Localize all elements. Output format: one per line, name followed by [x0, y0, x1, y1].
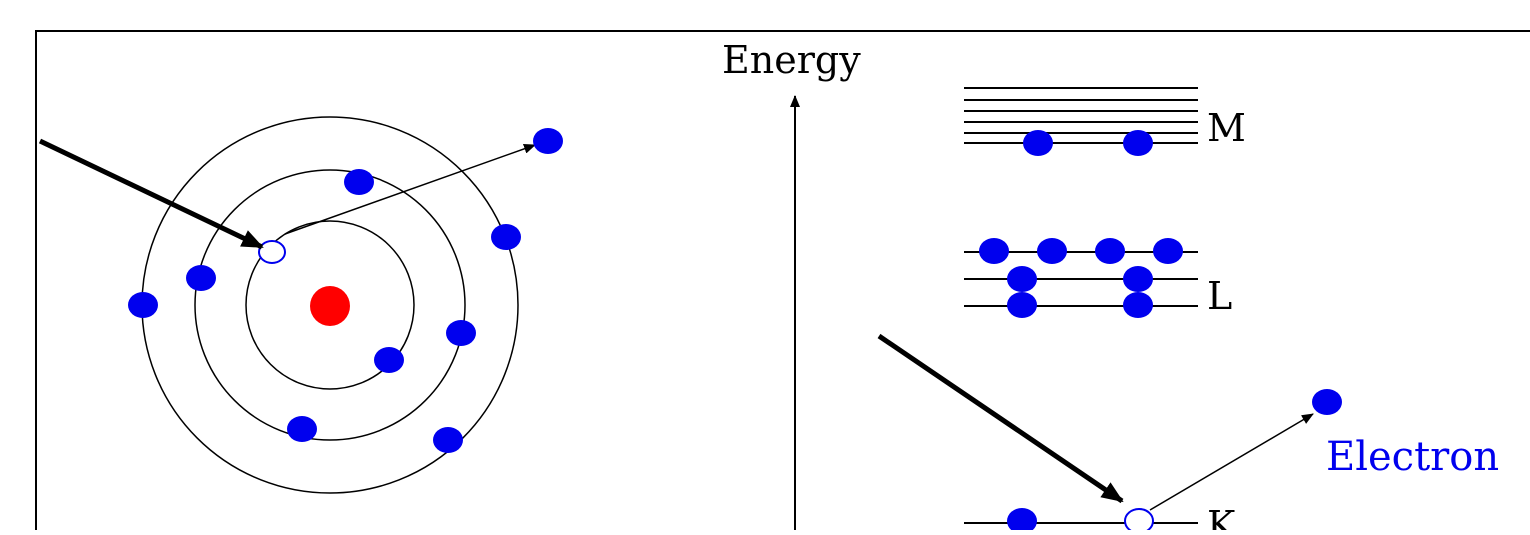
- orbit-k-shell: [245, 220, 415, 390]
- electron: [979, 238, 1009, 264]
- incoming-photon-arrow: [877, 333, 1124, 504]
- electron: [287, 416, 317, 442]
- electron: [1037, 238, 1067, 264]
- level-k-label: K: [1207, 503, 1236, 530]
- energy-axis-label: Energy: [722, 38, 861, 82]
- electron: [433, 427, 463, 453]
- electron: [1123, 266, 1153, 292]
- electron: [186, 265, 216, 291]
- ejected-electron-path: [1149, 413, 1314, 511]
- electron-vacancy: [1124, 508, 1154, 534]
- electron-vacancy: [258, 240, 286, 264]
- electron: [491, 224, 521, 250]
- electron: [1123, 130, 1153, 156]
- energy-level-diagram: Energy M L K: [722, 38, 1499, 535]
- ejected-electron: [1312, 389, 1342, 415]
- electron: [1153, 238, 1183, 264]
- ejected-electron: [533, 128, 563, 154]
- nucleus: [310, 286, 350, 326]
- electron: [374, 347, 404, 373]
- electron: [1023, 130, 1053, 156]
- electron: [1007, 292, 1037, 318]
- incoming-photon-arrow: [38, 138, 264, 250]
- diagram-frame: [35, 30, 1530, 530]
- electron: [446, 320, 476, 346]
- electron: [1095, 238, 1125, 264]
- electron: [344, 169, 374, 195]
- level-m-lines: [964, 87, 1198, 144]
- ejected-electron-path: [284, 143, 536, 235]
- electron: [128, 292, 158, 318]
- atom-model: [38, 116, 563, 494]
- orbit-l-shell: [194, 169, 466, 441]
- electron: [1007, 508, 1037, 534]
- electron: [1123, 292, 1153, 318]
- electron-label: Electron: [1326, 434, 1499, 480]
- electron: [1007, 266, 1037, 292]
- level-l-label: L: [1207, 274, 1232, 318]
- level-m-label: M: [1207, 106, 1246, 150]
